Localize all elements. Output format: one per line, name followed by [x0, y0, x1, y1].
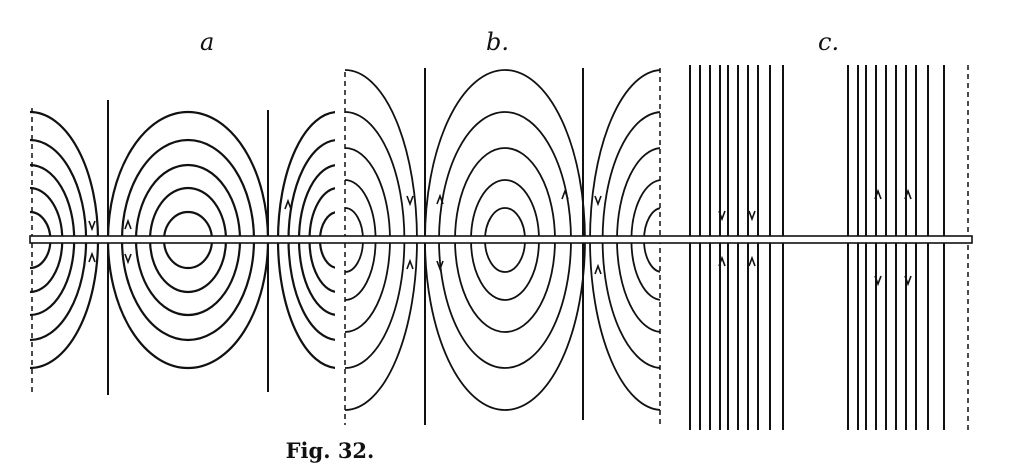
direction-arrow-icon [124, 253, 132, 265]
direction-arrow-icon [436, 193, 444, 205]
direction-arrow-icon [594, 195, 602, 207]
direction-arrow-icon [874, 188, 882, 200]
direction-arrow-icon [748, 210, 756, 222]
direction-arrow-icon [406, 258, 414, 270]
direction-arrow-icon [904, 188, 912, 200]
direction-arrow-icon [406, 195, 414, 207]
direction-arrow-icon [88, 220, 96, 232]
direction-arrow-icon [718, 210, 726, 222]
direction-arrow-icon [284, 198, 292, 210]
direction-arrow-icon [436, 260, 444, 272]
figure-caption: Fig. 32. [285, 438, 375, 463]
direction-arrow-icon [748, 255, 756, 267]
direction-arrow-icon [88, 251, 96, 263]
horizontal-conductor [29, 235, 973, 244]
panel-b-label: b. [486, 28, 509, 56]
panel-a-label: a [200, 28, 215, 56]
panel-c-label: c. [818, 28, 840, 56]
direction-arrow-icon [874, 275, 882, 287]
direction-arrow-icon [718, 255, 726, 267]
direction-arrow-icon [594, 263, 602, 275]
direction-arrow-icon [124, 218, 132, 230]
direction-arrow-icon [561, 188, 569, 200]
direction-arrow-icon [904, 275, 912, 287]
